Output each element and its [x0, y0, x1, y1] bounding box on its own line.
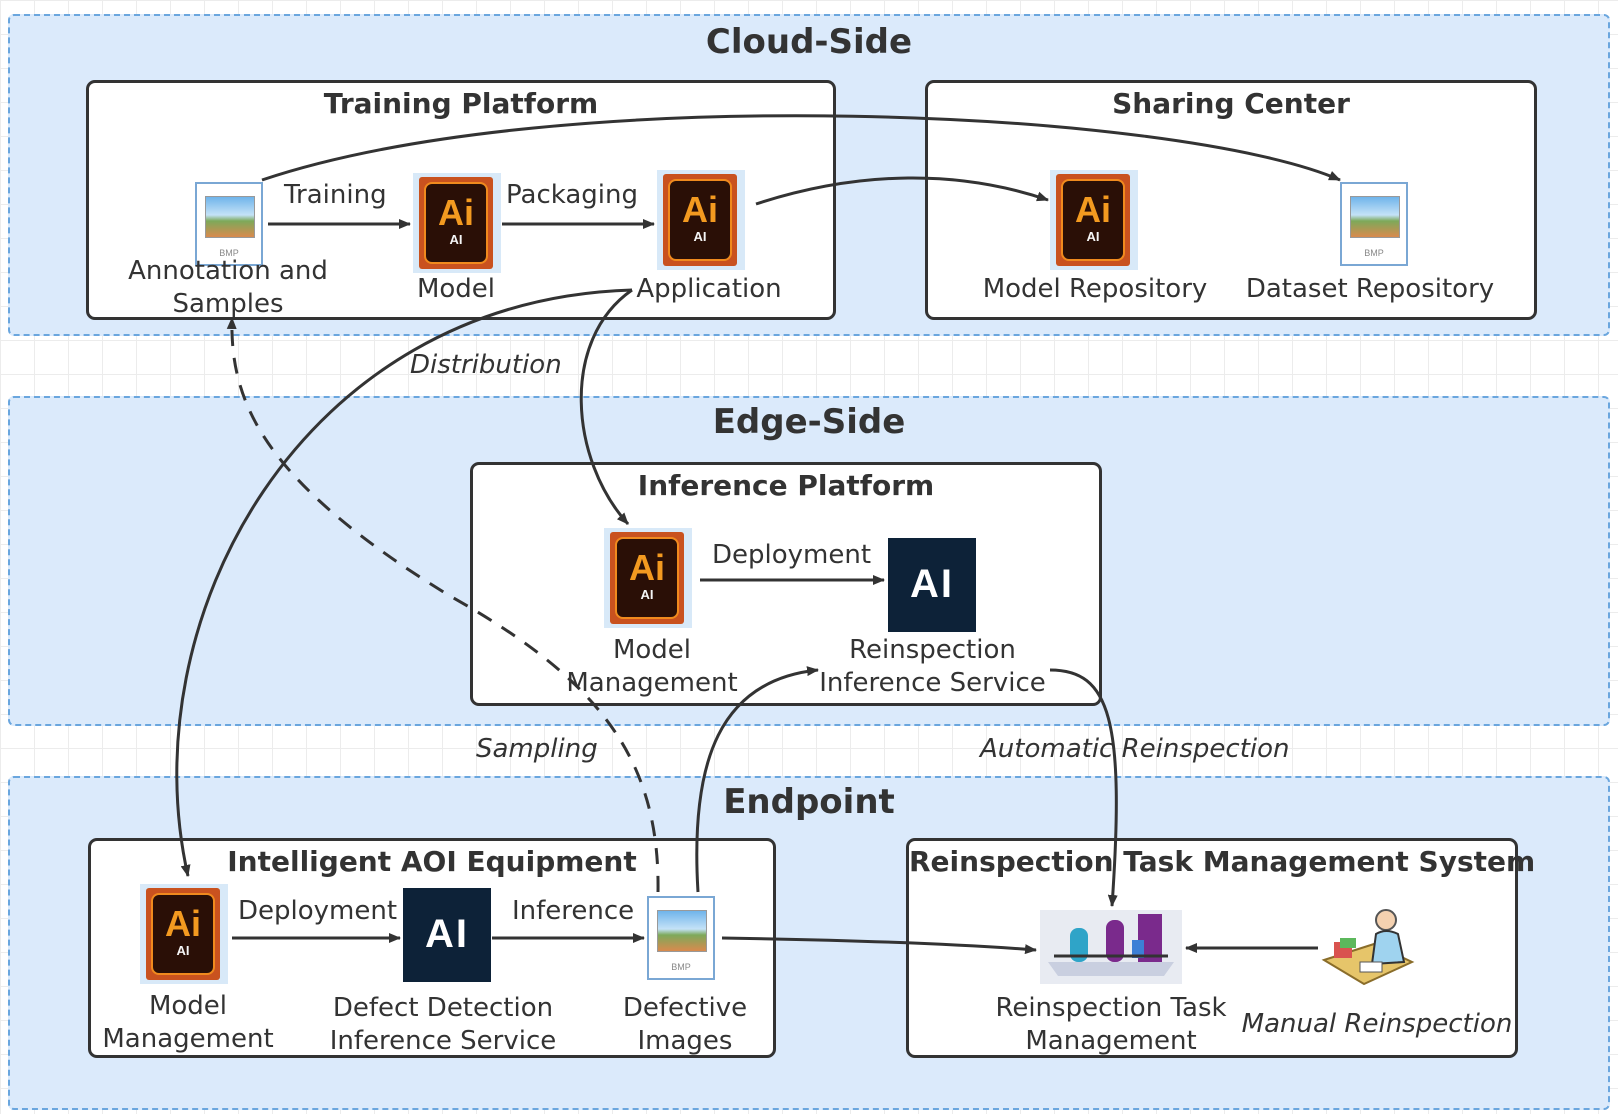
cloud-side-title: Cloud-Side	[705, 22, 913, 62]
server-cluster-icon	[1040, 910, 1182, 984]
model-label: Model	[416, 274, 496, 304]
bmp-defective-image-icon: BMP	[647, 896, 715, 980]
ai-chip-defect-icon: AI	[403, 888, 491, 982]
edge-deployment-edge-label: Deployment	[712, 540, 872, 570]
aoi-model-management-label: Model Management	[102, 991, 274, 1054]
inference-edge-label: Inference	[512, 896, 635, 926]
distribution-edge-label: Distribution	[410, 350, 562, 380]
application-label: Application	[636, 274, 782, 304]
training-platform-title: Training Platform	[323, 87, 599, 120]
manual-worker-icon	[1320, 904, 1416, 992]
edge-model-management-label: Model Management	[566, 635, 738, 698]
annotation-samples-label: Annotation and Samples	[128, 256, 328, 319]
sharing-center-title: Sharing Center	[1112, 87, 1350, 120]
edge-side-title: Edge-Side	[712, 402, 906, 442]
defect-detection-service-label: Defect Detection Inference Service	[329, 993, 557, 1056]
reinspection-task-management-label: Reinspection Task Management	[995, 993, 1227, 1056]
ai-chip-reinspection-icon: AI	[888, 538, 976, 632]
aoi-equipment-title: Intelligent AOI Equipment	[227, 845, 637, 878]
manual-reinspection-label: Manual Reinspection	[1241, 1009, 1513, 1039]
dataset-repository-label: Dataset Repository	[1245, 274, 1495, 304]
reinspection-inference-service-label: Reinspection Inference Service	[819, 635, 1046, 698]
bmp-image-icon: BMP	[195, 182, 263, 266]
defective-images-label: Defective Images	[622, 993, 748, 1056]
bmp-dataset-icon: BMP	[1340, 182, 1408, 266]
training-edge-label: Training	[284, 180, 387, 210]
aoi-deployment-edge-label: Deployment	[238, 896, 398, 926]
packaging-edge-label: Packaging	[506, 180, 638, 210]
sampling-edge-label: Sampling	[476, 734, 598, 764]
model-repository-label: Model Repository	[982, 274, 1208, 304]
inference-platform-title: Inference Platform	[637, 469, 935, 502]
automatic-reinspection-edge-label: Automatic Reinspection	[980, 734, 1290, 764]
endpoint-title: Endpoint	[723, 782, 895, 822]
reinspection-system-title: Reinspection Task Management System	[909, 845, 1536, 878]
